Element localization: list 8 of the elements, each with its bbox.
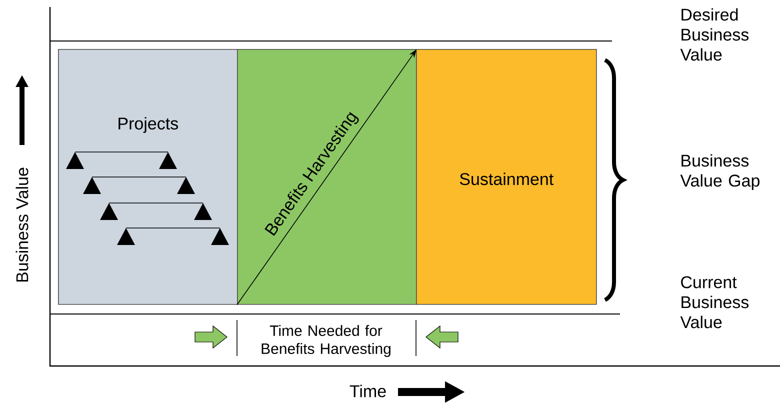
timespan-label: Time Needed for Benefits Harvesting — [262, 325, 390, 357]
value-label: Business Value Gap — [680, 154, 760, 190]
axis-label: Business Value — [16, 168, 28, 282]
axis-label: Time — [350, 384, 386, 398]
value-label: Desired Business Value — [680, 8, 749, 61]
phase-box: Sustainment — [416, 49, 597, 305]
phase-box: Projects — [58, 49, 238, 305]
value-label: Current Business Value — [680, 276, 749, 328]
